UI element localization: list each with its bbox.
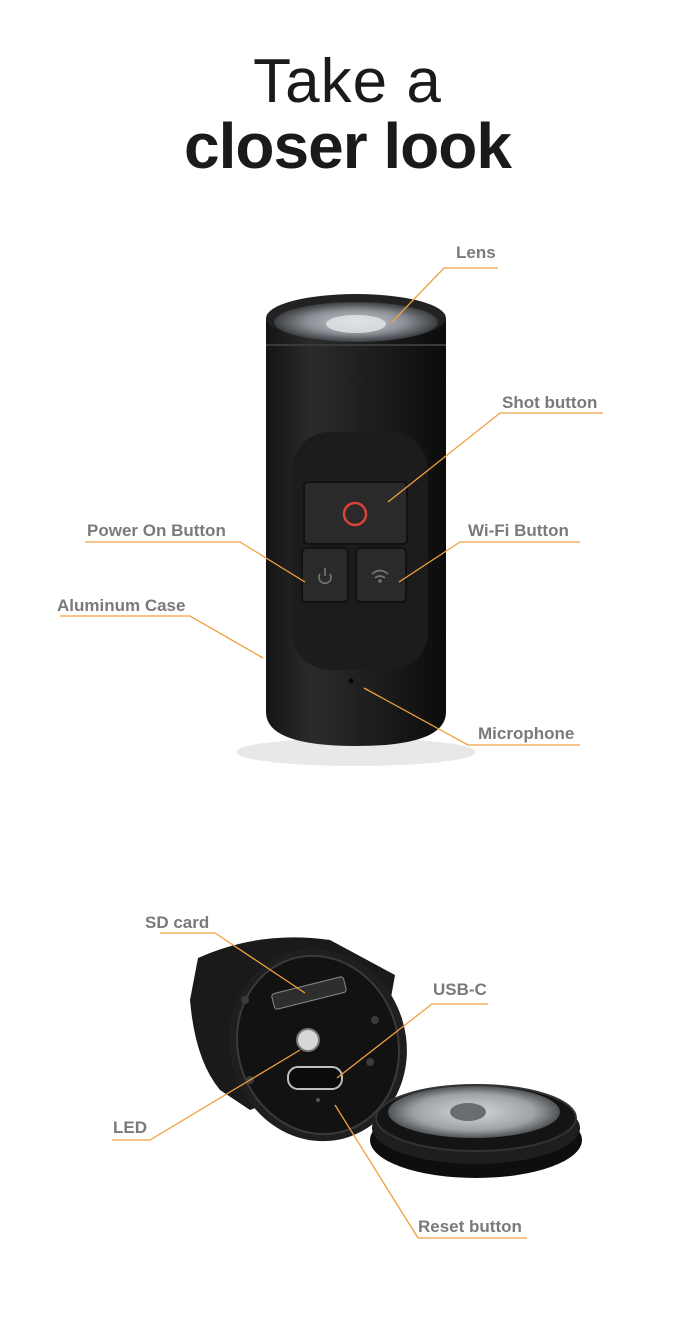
- label-aluminum-case: Aluminum Case: [57, 596, 186, 615]
- label-reset-button: Reset button: [418, 1217, 522, 1236]
- camera-front: [236, 294, 476, 766]
- usb-c-port: [287, 1066, 343, 1090]
- label-usb-c: USB-C: [433, 980, 487, 999]
- callout-lines-back: [112, 932, 527, 1239]
- label-wifi-button: Wi-Fi Button: [468, 521, 569, 540]
- label-sd-card: SD card: [145, 913, 210, 932]
- led-indicator: [296, 1028, 320, 1052]
- label-power-on-button: Power On Button: [87, 521, 226, 540]
- label-led: LED: [113, 1118, 147, 1137]
- sd-card-slot: [271, 976, 347, 1010]
- wifi-button[interactable]: [355, 547, 407, 603]
- label-shot-button: Shot button: [502, 393, 598, 412]
- label-lens: Lens: [456, 243, 496, 262]
- shot-button[interactable]: [303, 481, 408, 545]
- reset-pinhole: [316, 1098, 320, 1102]
- title-line-2: closer look: [184, 110, 512, 182]
- power-icon: [318, 568, 332, 585]
- camera-back: [190, 937, 582, 1178]
- wifi-icon: [371, 569, 389, 583]
- callout-lines-front: [60, 267, 603, 746]
- label-microphone: Microphone: [478, 724, 575, 743]
- title-line-1: Take a: [253, 47, 442, 116]
- record-ring-icon: [342, 501, 368, 527]
- microphone-hole: [348, 678, 354, 684]
